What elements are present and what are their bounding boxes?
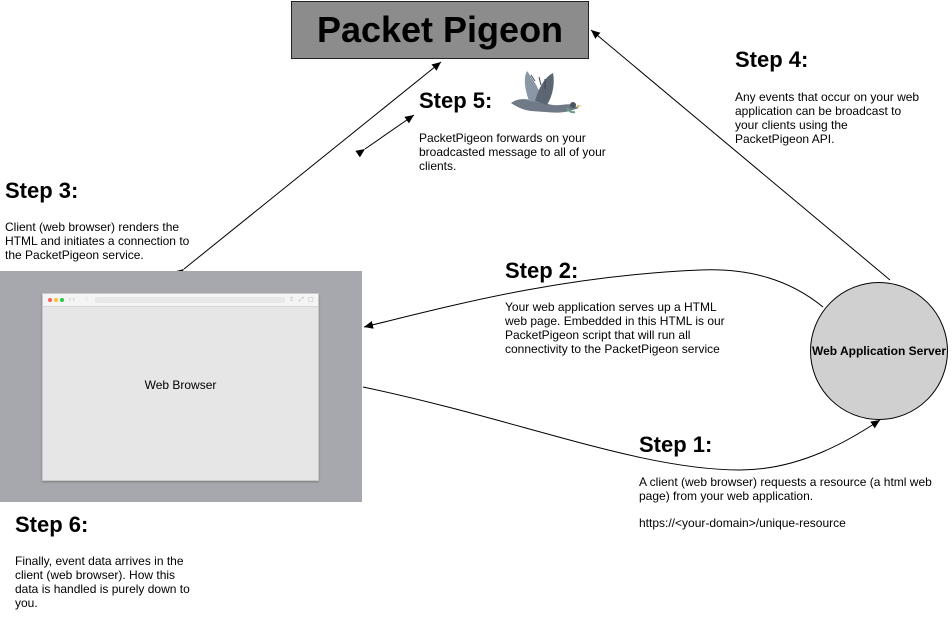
pigeon-icon: [511, 71, 582, 114]
step4-text: Any events that occur on your web applic…: [735, 90, 920, 146]
step5-text: PacketPigeon forwards on your broadcaste…: [419, 131, 606, 173]
back-forward-icon: ‹ ›: [69, 297, 75, 303]
tabs-icon: ▢: [308, 297, 314, 303]
step1-heading: Step 1:: [639, 432, 713, 457]
maximize-dot-icon: [60, 298, 64, 302]
step6-heading: Step 6:: [15, 512, 89, 537]
address-bar: [95, 297, 285, 303]
arrow-step1-request: [362, 386, 881, 471]
shield-icon: ◌: [85, 297, 89, 303]
browser-window: ‹ › ◌ ⇪ ⤢ ▢ Web Browser: [42, 293, 319, 481]
step1-text: A client (web browser) requests a resour…: [639, 475, 932, 503]
web-browser-panel: ‹ › ◌ ⇪ ⤢ ▢ Web Browser: [0, 271, 362, 502]
arrow-step5-forward: [355, 114, 415, 158]
step5-heading: Step 5:: [419, 88, 493, 113]
web-application-server: Web Application Server: [810, 282, 948, 420]
packet-pigeon-title: Packet Pigeon: [291, 1, 589, 59]
arrow-step4-broadcast: [590, 29, 891, 281]
step3-text: Client (web browser) renders the HTML an…: [5, 220, 190, 262]
close-dot-icon: [48, 298, 52, 302]
minimize-dot-icon: [54, 298, 58, 302]
step2-heading: Step 2:: [505, 258, 579, 283]
step2-text: Your web application serves up a HTML we…: [505, 300, 725, 356]
arrow-step3-connect: [174, 61, 442, 278]
web-browser-label: Web Browser: [144, 378, 217, 392]
expand-icon: ⤢: [299, 297, 304, 303]
step1-url: https://<your-domain>/unique-resource: [639, 516, 846, 530]
step4-heading: Step 4:: [735, 47, 809, 72]
share-icon: ⇪: [289, 297, 295, 303]
server-label: Web Application Server: [811, 344, 947, 358]
browser-toolbar: ‹ › ◌ ⇪ ⤢ ▢: [43, 294, 318, 307]
step6-text: Finally, event data arrives in the clien…: [15, 554, 190, 610]
arrow-step2-response: [363, 269, 824, 329]
step3-heading: Step 3:: [5, 178, 79, 203]
